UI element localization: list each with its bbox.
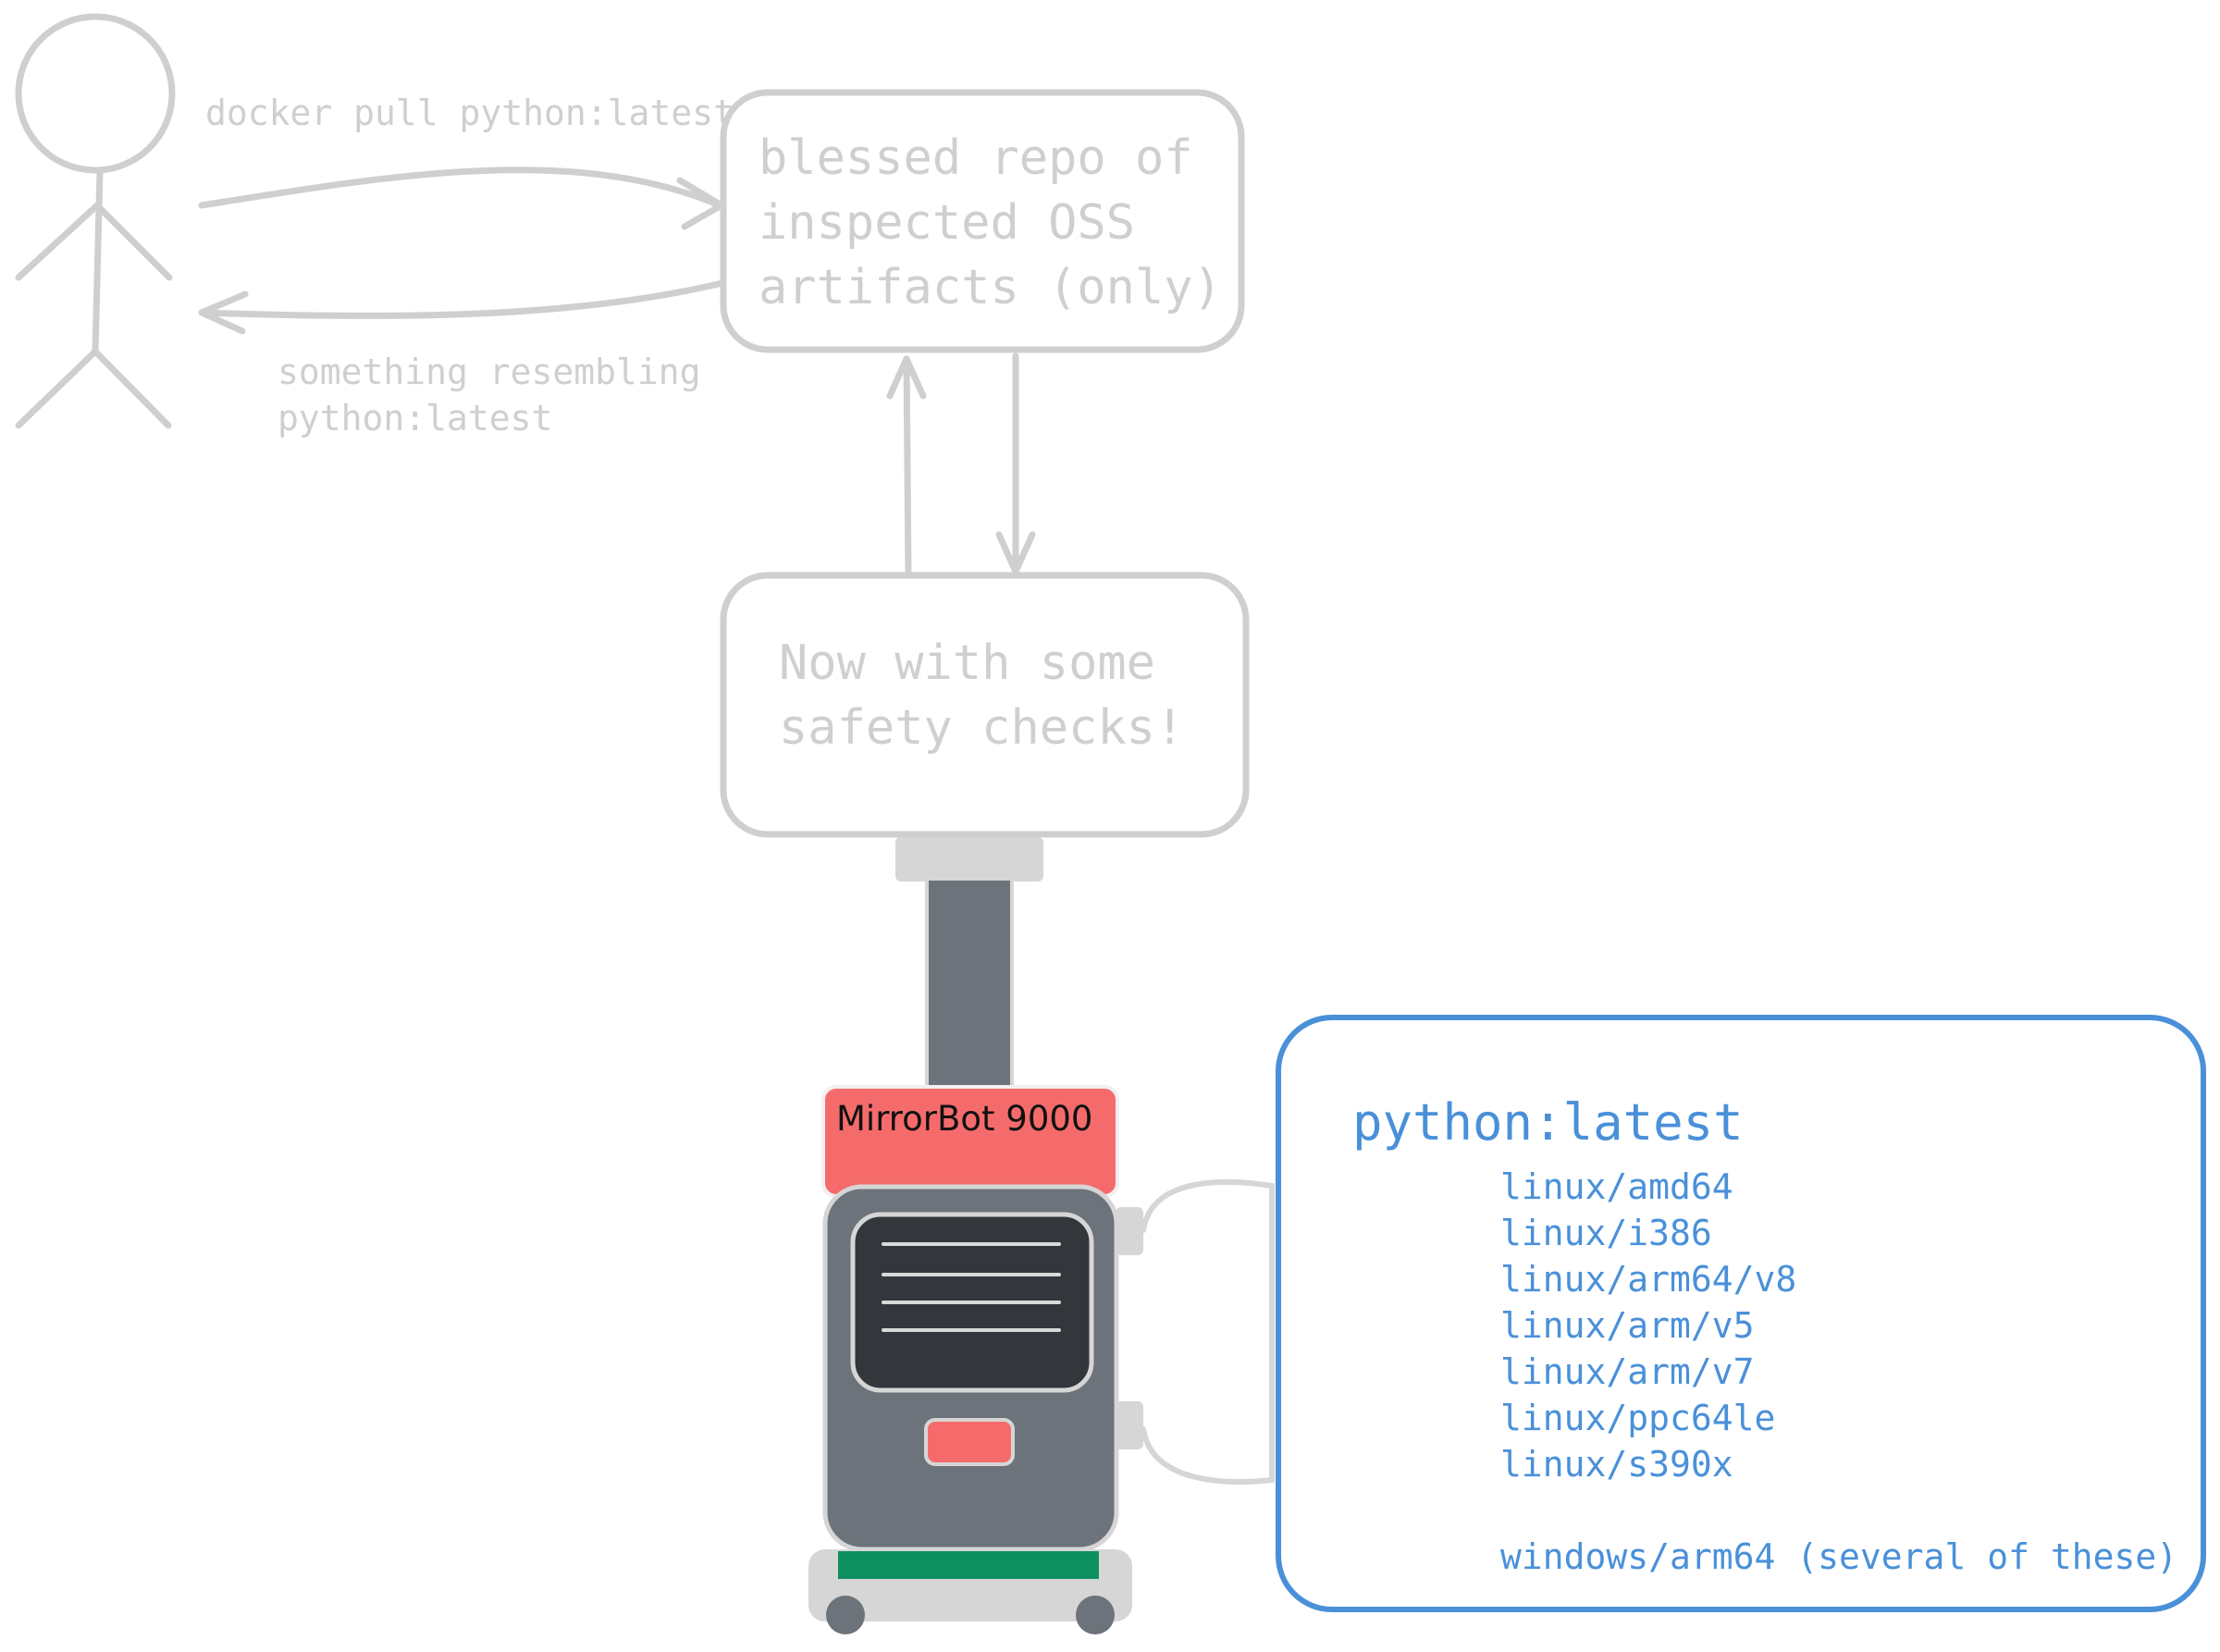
platform-item: linux/i386 — [1500, 1213, 1712, 1253]
robot-neck — [925, 877, 1014, 1095]
robot-wheel-right — [1076, 1596, 1115, 1634]
platform-extra-item: windows/arm64 (several of these) — [1500, 1536, 2177, 1577]
repo-box-border — [720, 89, 1245, 353]
repo-box: blessed repo of inspected OSS artifacts … — [720, 89, 1245, 353]
repo-box-line3: artifacts (only) — [758, 260, 1222, 315]
stick-figure-body — [92, 168, 104, 355]
image-manifest-border — [1276, 1015, 2206, 1612]
platform-item: linux/amd64 — [1500, 1166, 1733, 1207]
stick-figure-arms — [15, 202, 173, 281]
response-label-line2: python:latest — [278, 398, 552, 438]
platform-item: linux/ppc64le — [1500, 1398, 1775, 1438]
stick-figure-legs — [15, 348, 172, 429]
platform-item: linux/arm64/v8 — [1500, 1259, 1796, 1300]
robot-side-connector-top — [1116, 1207, 1143, 1255]
safety-box-border — [720, 572, 1250, 838]
stick-figure-head — [15, 13, 176, 174]
robot-base-stripe — [838, 1551, 1099, 1579]
robot-wheel-left — [826, 1596, 865, 1634]
robot-neck-cap — [895, 837, 1043, 881]
stick-figure-user — [15, 13, 176, 429]
robot-button — [924, 1418, 1015, 1466]
pull-request-arrow — [198, 166, 725, 230]
mirrorbot-robot: MirrorBot 9000 — [808, 837, 1275, 1634]
repo-box-line2: inspected OSS — [758, 195, 1135, 251]
repo-to-safety-arrow — [995, 352, 1036, 575]
safety-box: Now with some safety checks! — [720, 572, 1250, 838]
response-arrow — [198, 278, 730, 335]
safety-to-repo-arrow — [886, 355, 927, 579]
repo-box-line1: blessed repo of — [758, 130, 1193, 186]
safety-box-line2: safety checks! — [779, 700, 1184, 756]
platform-item: linux/arm/v5 — [1500, 1305, 1755, 1346]
robot-name-label: MirrorBot 9000 — [836, 1099, 1092, 1139]
platform-item: linux/arm/v7 — [1500, 1351, 1755, 1392]
robot-side-connector-bottom — [1116, 1401, 1143, 1449]
safety-box-line1: Now with some — [779, 635, 1155, 691]
image-manifest-title: python:latest — [1352, 1093, 1744, 1152]
robot-cable — [1141, 1178, 1275, 1485]
pull-command-label: docker pull python:latest — [205, 92, 734, 133]
image-manifest-panel: python:latest linux/amd64 linux/i386 lin… — [1276, 1015, 2206, 1612]
platform-item: linux/s390x — [1500, 1444, 1733, 1485]
robot-screen-lines — [882, 1242, 1061, 1332]
response-label-line1: something resembling — [278, 351, 701, 392]
